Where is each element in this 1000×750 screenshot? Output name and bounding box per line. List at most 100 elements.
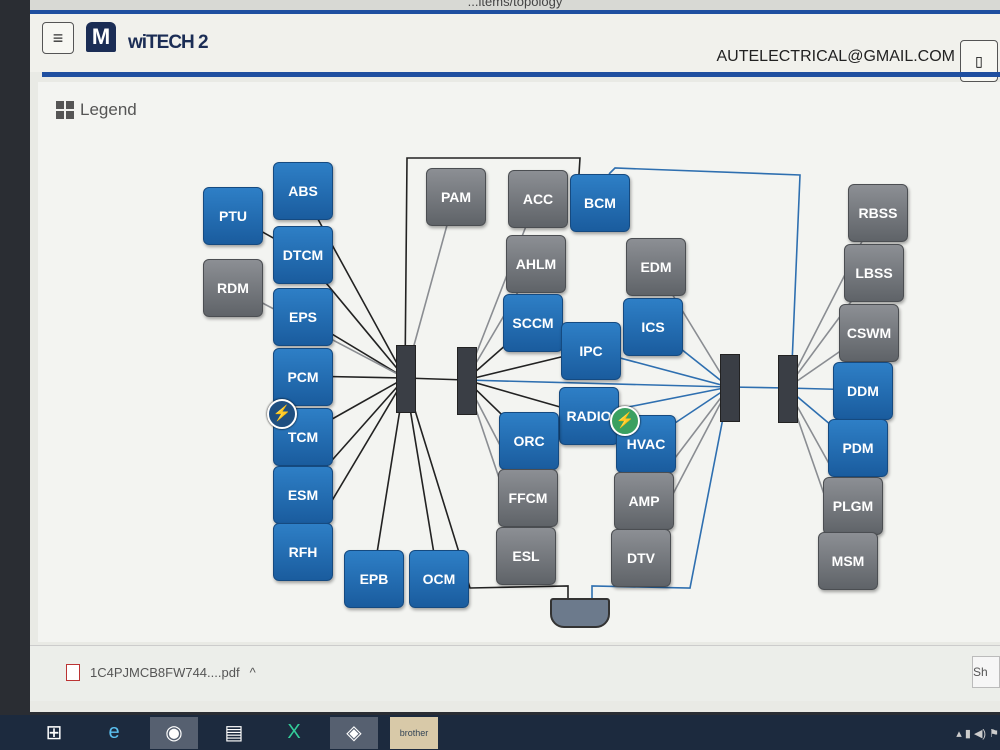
module-epb[interactable]: EPB: [344, 550, 404, 608]
module-esm[interactable]: ESM: [273, 466, 333, 524]
module-ocm[interactable]: OCM: [409, 550, 469, 608]
module-abs[interactable]: ABS: [273, 162, 333, 220]
chevron-up-icon[interactable]: ^: [249, 665, 256, 680]
module-label: RDM: [217, 280, 249, 296]
module-label: HVAC: [626, 436, 666, 452]
bus-hub: [457, 347, 477, 415]
module-dtcm[interactable]: DTCM: [273, 226, 333, 284]
module-label: CSWM: [846, 325, 892, 341]
module-label: BCM: [584, 195, 616, 211]
module-lbss[interactable]: LBSS: [844, 244, 904, 302]
module-rdm[interactable]: RDM: [203, 259, 263, 317]
module-radio[interactable]: RADIO: [559, 387, 619, 445]
module-label: EPS: [288, 309, 317, 325]
module-msm[interactable]: MSM: [818, 532, 878, 590]
show-all-button[interactable]: Sh: [972, 656, 1000, 688]
module-dtv[interactable]: DTV: [611, 529, 671, 587]
module-rfh[interactable]: RFH: [273, 523, 333, 581]
module-label: DTCM: [282, 247, 324, 263]
module-label: ORC: [513, 433, 545, 449]
module-label: ESL: [512, 548, 540, 564]
module-label: MSM: [831, 553, 865, 569]
dlc-connector-icon[interactable]: [550, 598, 610, 628]
module-ipc[interactable]: IPC: [561, 322, 621, 380]
module-acc[interactable]: ACC: [508, 170, 568, 228]
module-label: AMP: [628, 493, 660, 509]
module-cswm[interactable]: CSWM: [839, 304, 899, 362]
connection-H1-DLC: [404, 377, 569, 598]
bus-hub: [396, 345, 416, 413]
download-item[interactable]: 1C4PJMCB8FW744....pdf ^: [66, 664, 256, 681]
mopar-logo: M: [86, 22, 116, 52]
module-label: LBSS: [855, 265, 893, 281]
module-label: FFCM: [508, 490, 548, 506]
pdf-icon: [66, 664, 80, 681]
connection-ACC-H2: [465, 197, 538, 381]
module-label: AHLM: [515, 256, 557, 272]
module-ptu[interactable]: PTU: [203, 187, 263, 245]
grid-icon: [56, 101, 74, 119]
module-plgm[interactable]: PLGM: [823, 477, 883, 535]
module-ddm[interactable]: DDM: [833, 362, 893, 420]
module-esl[interactable]: ESL: [496, 527, 556, 585]
connection-H3-DLC: [591, 386, 730, 598]
module-label: ACC: [522, 191, 554, 207]
brother-icon[interactable]: brother: [390, 716, 438, 749]
module-sccm[interactable]: SCCM: [503, 294, 563, 352]
module-label: PTU: [219, 208, 247, 224]
module-pam[interactable]: PAM: [426, 168, 486, 226]
witech-logo: wiTECH 2: [128, 32, 209, 53]
legend-button[interactable]: Legend: [56, 100, 137, 120]
url-text: ...items/topology: [467, 0, 563, 9]
taskbar: ⊞ e ◉ ▤ X ◈ brother ▴ ▮ ◀) ⚑ ıll: [0, 715, 1000, 750]
app-icon[interactable]: ◈: [330, 716, 378, 749]
module-edm[interactable]: EDM: [626, 238, 686, 296]
download-filename: 1C4PJMCB8FW744....pdf: [90, 665, 240, 680]
module-label: OCM: [422, 571, 456, 587]
module-label: IPC: [579, 343, 603, 359]
module-label: PCM: [287, 369, 319, 385]
module-pcm[interactable]: PCM: [273, 348, 333, 406]
module-label: ICS: [641, 319, 665, 335]
url-bar[interactable]: ...items/topology: [30, 0, 1000, 14]
chrome-icon[interactable]: ◉: [150, 716, 198, 749]
module-ffcm[interactable]: FFCM: [498, 469, 558, 527]
module-label: DTV: [627, 550, 655, 566]
module-label: PAM: [440, 189, 472, 205]
module-ics[interactable]: ICS: [623, 298, 683, 356]
flash-icon[interactable]: ⚡: [267, 399, 297, 429]
module-label: RBSS: [858, 205, 898, 221]
module-ahlm[interactable]: AHLM: [506, 235, 566, 293]
hamburger-icon[interactable]: ≡: [42, 22, 74, 54]
module-eps[interactable]: EPS: [273, 288, 333, 346]
module-label: EDM: [640, 259, 672, 275]
connection-BCM-H4: [608, 167, 801, 389]
module-label: TCM: [287, 429, 319, 445]
module-label: ABS: [288, 183, 318, 199]
module-amp[interactable]: AMP: [614, 472, 674, 530]
connection-BCM-H1: [404, 157, 581, 379]
module-label: PLGM: [832, 498, 874, 514]
module-label: ESM: [287, 487, 319, 503]
ie-icon[interactable]: e: [108, 721, 120, 743]
module-label: PDM: [842, 440, 874, 456]
app-header: ≡ M wiTECH 2: [30, 14, 1000, 72]
module-orc[interactable]: ORC: [499, 412, 559, 470]
legend-label: Legend: [80, 100, 137, 119]
user-email[interactable]: AUTELECTRICAL@GMAIL.COM: [716, 48, 956, 65]
flash-icon[interactable]: ⚡: [610, 406, 640, 436]
module-bcm[interactable]: BCM: [570, 174, 630, 232]
module-rbss[interactable]: RBSS: [848, 184, 908, 242]
start-icon[interactable]: ⊞: [45, 722, 63, 744]
excel-icon[interactable]: X: [287, 721, 301, 743]
divider: [42, 72, 1000, 77]
explorer-icon[interactable]: ▤: [224, 722, 244, 744]
system-tray: ▴ ▮ ◀) ⚑ ıll: [956, 728, 1000, 740]
module-pdm[interactable]: PDM: [828, 419, 888, 477]
module-label: SCCM: [512, 315, 554, 331]
bus-hub: [778, 355, 798, 423]
download-bar: 1C4PJMCB8FW744....pdf ^ Sh: [30, 645, 1000, 701]
connection-H2-H3: [465, 379, 730, 388]
bus-hub: [720, 354, 740, 422]
